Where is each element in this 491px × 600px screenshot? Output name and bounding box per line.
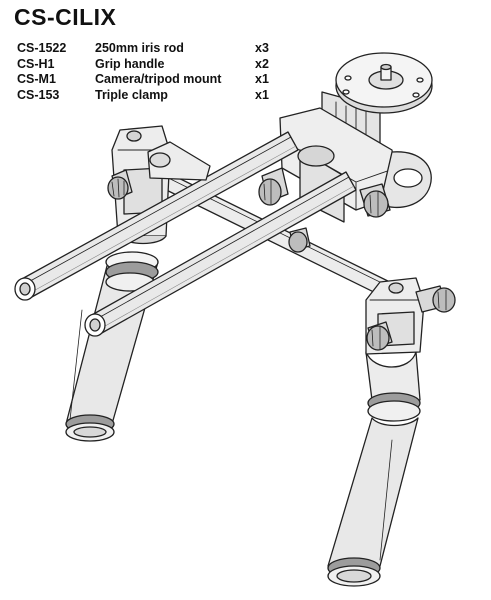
parts-row: CS-1522 250mm iris rod x3 [17,41,285,57]
thumb-knob-left [107,169,133,200]
parts-list: CS-1522 250mm iris rod x3 CS-H1 Grip han… [17,41,285,103]
iris-rod-front-upper [14,131,299,301]
grip-handle-left [65,251,159,442]
part-description: Triple clamp [95,87,168,102]
part-quantity: x1 [255,72,269,86]
grip-handle-right [327,351,421,587]
part-code: CS-1522 [17,41,67,55]
thumb-knob-right [415,285,456,313]
part-code: CS-H1 [17,56,55,71]
parts-row: CS-153 Triple clamp x1 [17,88,285,104]
part-description: Grip handle [95,56,165,71]
iris-rod-front-lower [84,171,357,337]
thumb-knob-center [258,167,311,253]
part-quantity: x2 [255,56,269,71]
rod-collar-left [147,141,211,181]
parts-row: CS-M1 Camera/tripod mount x1 [17,72,285,88]
part-quantity: x3 [255,41,269,55]
part-description: 250mm iris rod [95,41,184,55]
part-code: CS-M1 [17,72,56,86]
thumb-knob-lower-right [366,321,393,351]
thumb-knob-clamp-right [359,183,391,218]
part-code: CS-153 [17,87,60,102]
part-description: Camera/tripod mount [95,72,222,86]
part-quantity: x1 [255,87,269,102]
diagram-title: CS-CILIX [14,4,117,30]
parts-row: CS-H1 Grip handle x2 [17,57,285,73]
